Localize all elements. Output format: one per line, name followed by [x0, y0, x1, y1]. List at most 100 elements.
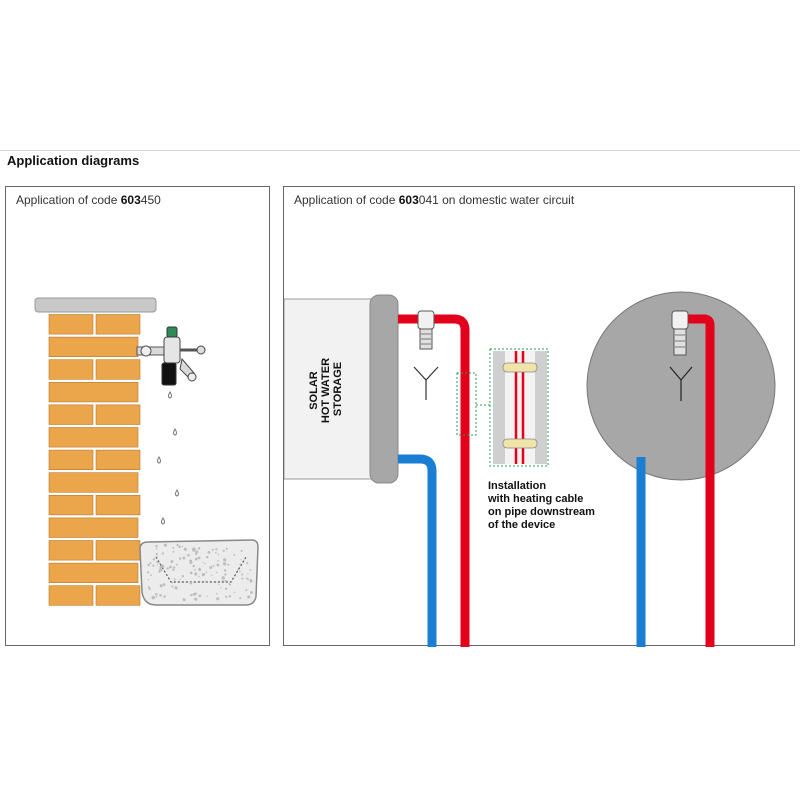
panel-caption: Application of code 603450 [16, 193, 161, 207]
gravel-speck [158, 568, 163, 572]
gravel-speck [159, 584, 163, 588]
heating-cable-icon [489, 348, 549, 467]
gravel-speck [225, 547, 228, 550]
brick [48, 494, 94, 516]
gravel-speck [240, 559, 242, 561]
gravel-speck [197, 547, 200, 550]
gravel-speck [161, 564, 165, 568]
gravel-speck [172, 566, 176, 569]
detail-magnifier [586, 291, 776, 647]
gravel-speck [228, 582, 230, 585]
gravel-speck [181, 545, 184, 548]
gravel-speck [198, 575, 200, 578]
gravel-speck [183, 547, 187, 551]
brick [48, 336, 139, 358]
gravel-speck [218, 583, 220, 586]
gravel-speck [163, 543, 167, 547]
gravel-speck [240, 549, 243, 552]
gravel-speck [195, 592, 197, 595]
gravel-speck [192, 547, 196, 551]
gravel-speck [225, 595, 228, 598]
section-title: Application diagrams [7, 153, 140, 168]
gravel-speck [175, 563, 178, 566]
gravel-speck [227, 563, 230, 566]
gravel-speck [151, 595, 155, 600]
gravel-speck [187, 553, 190, 557]
gravel-speck [221, 579, 224, 582]
gravel-speck [223, 558, 227, 562]
gravel-speck [170, 566, 172, 568]
gravel-speck [197, 556, 201, 560]
gravel-speck [250, 591, 253, 594]
gravel-speck [179, 578, 181, 581]
brick-pillar-icon [48, 313, 141, 607]
gravel-speck [201, 572, 206, 577]
brick [48, 540, 94, 561]
diagram-panel-domestic-water: Application of code 603041 on domestic w… [283, 186, 795, 647]
gravel-speck [220, 587, 222, 589]
brick [95, 314, 141, 335]
cold-pipe [398, 454, 437, 647]
gravel-speck [205, 555, 209, 559]
drain-basin-icon [139, 539, 259, 606]
tundish-icon [413, 366, 439, 400]
gravel-speck [162, 552, 164, 555]
gravel-speck [224, 587, 228, 590]
gravel-speck [147, 578, 150, 581]
gravel-speck [176, 543, 179, 547]
gravel-speck [162, 583, 166, 586]
solar-storage-tank: SOLAR HOT WATER STORAGE [284, 294, 399, 484]
gravel-speck [155, 552, 158, 556]
top-divider [0, 150, 800, 151]
gravel-speck [192, 564, 195, 568]
gravel-speck [204, 562, 206, 565]
gravel-speck [212, 564, 215, 567]
gravel-speck [148, 587, 151, 591]
gravel-speck [150, 574, 152, 577]
brick [48, 427, 139, 448]
gravel-speck [202, 561, 204, 564]
gravel-speck [171, 585, 174, 588]
gravel-speck [222, 549, 225, 552]
gravel-speck [245, 588, 248, 591]
hot-pipe-detail [688, 314, 715, 647]
gravel-speck [194, 568, 196, 571]
gravel-speck [152, 564, 155, 567]
garden-tap-icon [136, 326, 206, 386]
brick [48, 472, 139, 493]
brick [95, 449, 141, 471]
gravel-speck [174, 586, 178, 590]
gravel-speck [245, 577, 248, 580]
brick [95, 359, 141, 380]
gravel-speck [249, 569, 252, 571]
gravel-speck [205, 571, 208, 574]
gravel-speck [224, 573, 227, 576]
gravel-speck [247, 578, 249, 581]
gravel-speck [224, 579, 227, 583]
brick [48, 517, 139, 538]
gravel-speck [163, 595, 166, 598]
gravel-speck [155, 545, 158, 548]
gravel-speck [189, 561, 193, 564]
gravel-speck [215, 592, 218, 595]
gravel-speck [182, 598, 186, 602]
gravel-speck [170, 560, 174, 564]
gravel-speck [233, 591, 236, 593]
gravel-speck [204, 580, 207, 583]
gravel-speck [171, 581, 174, 584]
gravel-speck [156, 561, 159, 564]
brick [48, 585, 94, 606]
gravel-speck [194, 552, 198, 555]
hot-pipe [398, 314, 470, 647]
brick [48, 314, 94, 335]
gravel-speck [221, 576, 225, 580]
gravel-speck [155, 596, 158, 598]
gravel-speck [173, 578, 176, 581]
gravel-speck [178, 557, 182, 560]
brick [95, 585, 141, 606]
brick [48, 449, 94, 471]
storage-label: SOLAR HOT WATER STORAGE [308, 355, 344, 423]
gravel-speck [192, 593, 196, 596]
gravel-speck [172, 568, 175, 571]
gravel-speck [172, 550, 175, 553]
